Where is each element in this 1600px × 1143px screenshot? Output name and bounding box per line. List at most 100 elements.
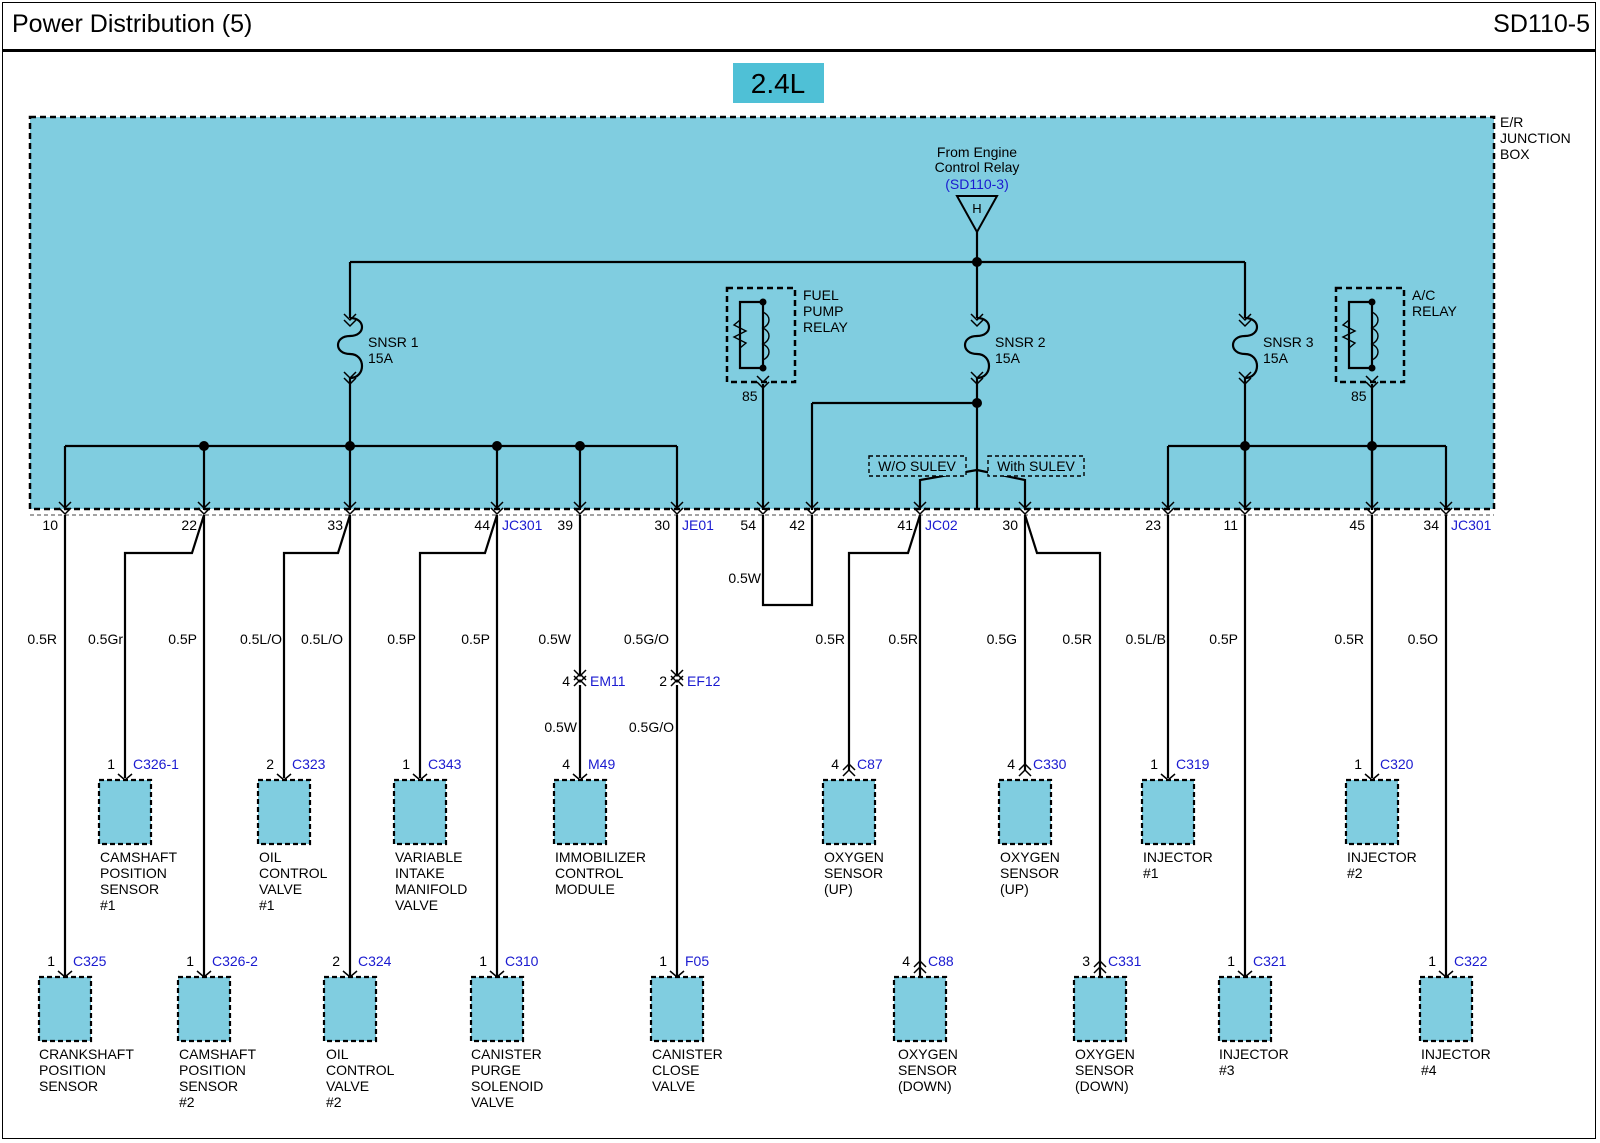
component-body: [1072, 975, 1128, 1043]
box-pin-label: 23: [1145, 517, 1161, 533]
component-name-line: IMMOBILIZER: [555, 849, 646, 865]
relay-terminal-icon: [756, 375, 770, 390]
inline-connector-pin: 2: [659, 673, 667, 689]
component-ref: C87: [857, 756, 883, 772]
fuse-top-terminal-icon: [970, 313, 984, 328]
component-name-line: #1: [259, 897, 275, 913]
component-body: [37, 975, 93, 1043]
component-name-line: (UP): [1000, 881, 1029, 897]
fuse-snsr3-name: SNSR 3: [1263, 334, 1314, 350]
component-pin: 4: [902, 953, 910, 969]
box-pin-terminal-icon: [756, 501, 770, 516]
box-pin-label: 39: [557, 517, 573, 533]
component-pin: 1: [402, 756, 410, 772]
source-label-2: Control Relay: [935, 159, 1020, 175]
box-pin-label: 54: [740, 517, 756, 533]
wire-color-label: 0.5O: [1408, 631, 1438, 647]
component-connector-icon: [842, 762, 856, 777]
component-ref: C88: [928, 953, 954, 969]
component-name-line: CAMSHAFT: [179, 1046, 256, 1062]
component-name-line: CONTROL: [555, 865, 624, 881]
wire-color-label: 0.5R: [1334, 631, 1364, 647]
sulev-without-label: W/O SULEV: [878, 458, 956, 474]
wire-color-label: 0.5L/O: [240, 631, 282, 647]
component-name-line: OIL: [326, 1046, 349, 1062]
component-name-line: (UP): [824, 881, 853, 897]
box-pin-terminal-icon: [490, 501, 504, 516]
component-pin: 3: [1082, 953, 1090, 969]
fuel-pump-relay-pin: 85: [742, 388, 758, 404]
inline-connector-ref: EM11: [590, 673, 626, 689]
component-body: [892, 975, 948, 1043]
box-pin-terminal-icon: [1365, 501, 1379, 516]
wire-color-label: 0.5P: [461, 631, 490, 647]
component-name-line: SENSOR: [39, 1078, 98, 1094]
component-name-line: SENSOR: [1000, 865, 1059, 881]
variant-label: 2.4L: [751, 68, 806, 99]
box-connector-ref: JE01: [682, 517, 714, 533]
component-ref: C310: [505, 953, 539, 969]
component-name-line: CANISTER: [652, 1046, 723, 1062]
ac-relay-label-1: A/C: [1412, 287, 1435, 303]
component-name-line: #1: [1143, 865, 1159, 881]
wire-color-label: 0.5G/O: [629, 719, 674, 735]
component-connector-icon: [913, 959, 927, 974]
fuse-snsr2-rating: 15A: [995, 350, 1021, 366]
component-name-line: OXYGEN: [824, 849, 884, 865]
wire-color-label: 0.5R: [1062, 631, 1092, 647]
component-name-line: VALVE: [652, 1078, 695, 1094]
component-connector-icon: [1093, 959, 1107, 974]
fuel-pump-relay-box: [725, 286, 797, 384]
fuse-snsr1-name: SNSR 1: [368, 334, 419, 350]
box-pin-terminal-icon: [1238, 501, 1252, 516]
component-body: [1217, 975, 1273, 1043]
component-name-line: VALVE: [395, 897, 438, 913]
box-pin-terminal-icon: [1439, 501, 1453, 516]
component-name-line: (DOWN): [898, 1078, 952, 1094]
box-pin-terminal-icon: [1018, 501, 1032, 516]
junction-box-label-3: BOX: [1500, 146, 1530, 162]
component-body: [552, 778, 608, 846]
component-body: [176, 975, 232, 1043]
component-ref: C326-2: [212, 953, 258, 969]
fuse-snsr3-rating: 15A: [1263, 350, 1289, 366]
component-ref: C322: [1454, 953, 1488, 969]
component-body: [1140, 778, 1196, 846]
box-pin-terminal-icon: [805, 501, 819, 516]
fuel-pump-relay-label-1: FUEL: [803, 287, 839, 303]
relay-terminal-icon: [1365, 375, 1379, 390]
component-ref: C321: [1253, 953, 1287, 969]
component-ref: C320: [1380, 756, 1414, 772]
wire-color-label: 0.5P: [1209, 631, 1238, 647]
component-name-line: CANISTER: [471, 1046, 542, 1062]
component-pin: 1: [47, 953, 55, 969]
sulev-without-box: [868, 455, 967, 477]
component-name-line: VARIABLE: [395, 849, 462, 865]
component-body: [97, 778, 153, 846]
component-ref: M49: [588, 756, 615, 772]
inline-connector-ref: EF12: [687, 673, 721, 689]
fuse-top-terminal-icon: [1238, 313, 1252, 328]
fuse-top-terminal-icon: [343, 313, 357, 328]
component-ref: C330: [1033, 756, 1067, 772]
box-pin-terminal-icon: [670, 501, 684, 516]
component-body: [322, 975, 378, 1043]
component-name-line: CONTROL: [326, 1062, 395, 1078]
component-name-line: OXYGEN: [1000, 849, 1060, 865]
component-name-line: INJECTOR: [1347, 849, 1417, 865]
sulev-with-label: With SULEV: [997, 458, 1075, 474]
wire-color-label: 0.5R: [888, 631, 918, 647]
inline-connector-female-icon: [670, 672, 684, 687]
wire-color-label: 0.5G/O: [624, 631, 669, 647]
wire-color-label: 0.5W: [544, 719, 577, 735]
component-name-line: SENSOR: [1075, 1062, 1134, 1078]
component-name-line: VALVE: [259, 881, 302, 897]
component-body: [997, 778, 1053, 846]
component-body: [821, 778, 877, 846]
splice-nodes: [199, 257, 1377, 451]
page-code: SD110-5: [1493, 10, 1590, 38]
wire-color-label: 0.5L/O: [301, 631, 343, 647]
component-body: [1344, 778, 1400, 846]
